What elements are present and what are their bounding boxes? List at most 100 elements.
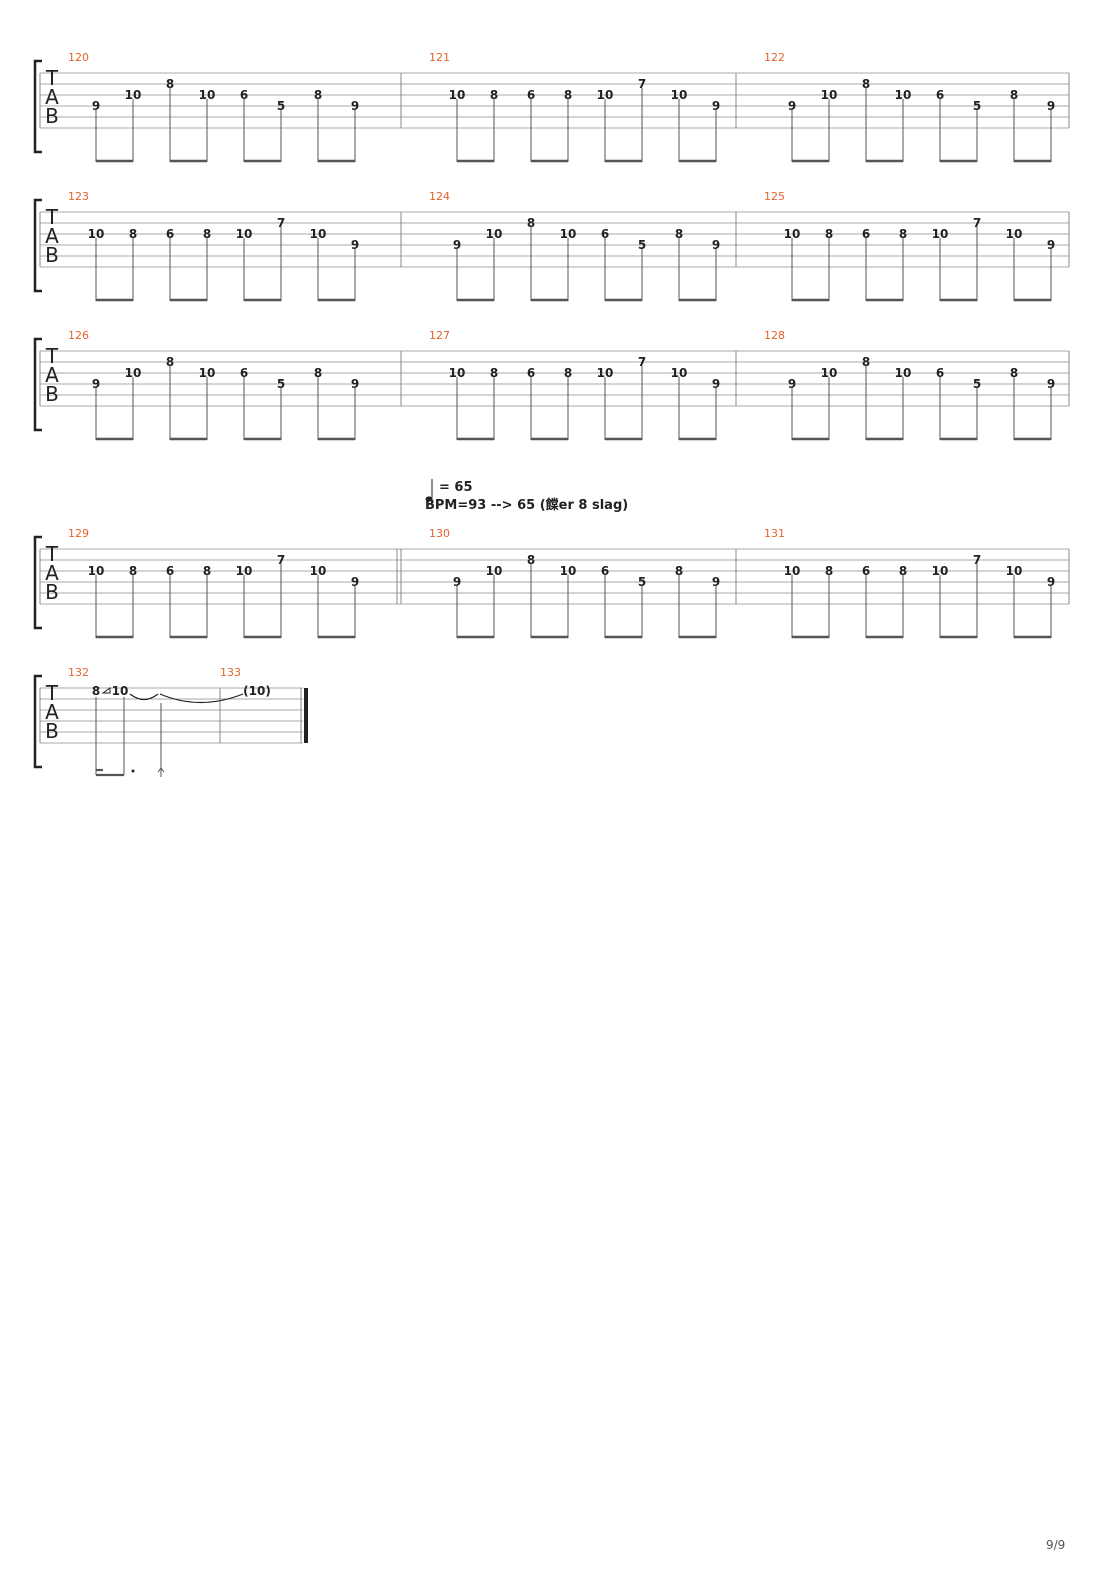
tab-clef-letter: A — [45, 224, 59, 248]
augmentation-dot — [131, 769, 135, 773]
tab-clef-letter: T — [45, 66, 59, 90]
fret-number: 9 — [712, 377, 720, 391]
tab-clef-letter: B — [45, 382, 59, 406]
fret-number: 6 — [240, 88, 248, 102]
metronome-value: = 65 — [439, 480, 473, 495]
fret-number: 5 — [277, 99, 285, 113]
fret-number: 8 — [825, 227, 833, 241]
fret-number: 9 — [351, 575, 359, 589]
fret-number: 8 — [203, 564, 211, 578]
fret-number: 6 — [862, 227, 870, 241]
fret-number: 10 — [821, 366, 838, 380]
tab-clef-letter: A — [45, 700, 59, 724]
fret-number: 8 — [862, 355, 870, 369]
fret-number: 9 — [1047, 99, 1055, 113]
slide-mark — [101, 687, 111, 694]
tie-arc — [159, 693, 244, 704]
system-brace — [33, 59, 42, 154]
fret-number: 8 — [1010, 366, 1018, 380]
fret-number: 8 — [92, 684, 100, 698]
fret-number: 9 — [1047, 575, 1055, 589]
fret-number: 9 — [712, 575, 720, 589]
fret-number: 8 — [527, 553, 535, 567]
tab-clef-letter: A — [45, 85, 59, 109]
tab-clef-letter: A — [45, 363, 59, 387]
fret-number: 6 — [166, 564, 174, 578]
fret-number: 9 — [453, 575, 461, 589]
fret-number: 8 — [490, 366, 498, 380]
fret-number: 8 — [899, 227, 907, 241]
fret-number: 8 — [527, 216, 535, 230]
fret-number: 9 — [92, 99, 100, 113]
tab-clef-letter: T — [45, 681, 59, 705]
fret-number: 10 — [486, 227, 503, 241]
fret-number: 10 — [932, 564, 949, 578]
metronome-note-head — [425, 496, 433, 502]
fret-number: 6 — [527, 88, 535, 102]
fret-number: 6 — [936, 88, 944, 102]
fret-number: 10 — [784, 564, 801, 578]
measure-number: 120 — [68, 51, 89, 64]
measure-number: 128 — [764, 329, 785, 342]
fret-number: 9 — [788, 99, 796, 113]
fret-number: 9 — [351, 238, 359, 252]
measure-number: 122 — [764, 51, 785, 64]
fret-number: 9 — [351, 377, 359, 391]
final-barline-thick — [304, 688, 308, 743]
fret-number: 8 — [675, 564, 683, 578]
system-brace — [33, 337, 42, 432]
fret-number: 9 — [1047, 377, 1055, 391]
tie-arc — [129, 693, 159, 701]
fret-number: (10) — [243, 684, 271, 698]
tab-clef-letter: B — [45, 580, 59, 604]
fret-number: 8 — [1010, 88, 1018, 102]
fret-number: 8 — [490, 88, 498, 102]
measure-number: 126 — [68, 329, 89, 342]
fret-number: 7 — [973, 216, 981, 230]
stem-arrow — [157, 767, 165, 773]
fret-number: 10 — [597, 88, 614, 102]
tab-clef-letter: A — [45, 561, 59, 585]
fret-number: 10 — [671, 366, 688, 380]
system-brace — [33, 535, 42, 630]
fret-number: 9 — [453, 238, 461, 252]
fret-number: 8 — [564, 366, 572, 380]
fret-number: 8 — [129, 564, 137, 578]
tab-clef-letter: T — [45, 542, 59, 566]
fret-number: 10 — [671, 88, 688, 102]
fret-number: 7 — [638, 355, 646, 369]
fret-number: 8 — [314, 88, 322, 102]
fret-number: 10 — [125, 88, 142, 102]
fret-number: 8 — [899, 564, 907, 578]
fret-number: 10 — [597, 366, 614, 380]
fret-number: 10 — [932, 227, 949, 241]
fret-number: 5 — [973, 377, 981, 391]
fret-number: 10 — [236, 564, 253, 578]
fret-number: 6 — [240, 366, 248, 380]
fret-number: 8 — [166, 355, 174, 369]
fret-number: 10 — [784, 227, 801, 241]
fret-number: 5 — [973, 99, 981, 113]
fret-number: 10 — [199, 88, 216, 102]
fret-number: 7 — [638, 77, 646, 91]
fret-number: 8 — [129, 227, 137, 241]
fret-number: 10 — [310, 227, 327, 241]
measure-number: 130 — [429, 527, 450, 540]
measure-number: 124 — [429, 190, 450, 203]
measure-number: 123 — [68, 190, 89, 203]
measure-number: 127 — [429, 329, 450, 342]
fret-number: 6 — [601, 564, 609, 578]
tab-clef-letter: B — [45, 243, 59, 267]
measure-number: 125 — [764, 190, 785, 203]
tab-clef-letter: B — [45, 104, 59, 128]
measure-number: 131 — [764, 527, 785, 540]
fret-number: 6 — [527, 366, 535, 380]
fret-number: 8 — [314, 366, 322, 380]
fret-number: 10 — [560, 227, 577, 241]
tab-clef-letter: B — [45, 719, 59, 743]
fret-number: 10 — [486, 564, 503, 578]
